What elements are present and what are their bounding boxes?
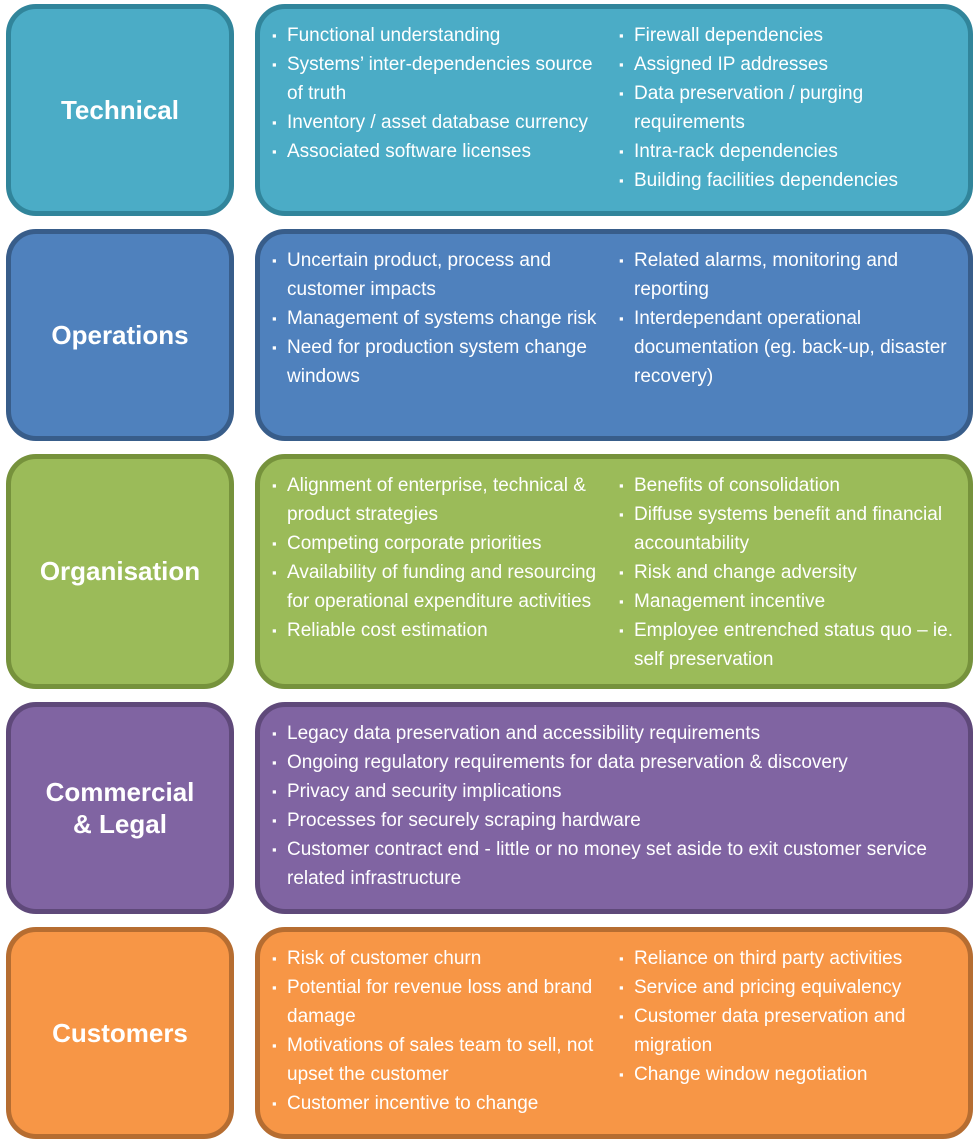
bullet-column-left: Risk of customer churnPotential for reve… [272, 944, 607, 1124]
bullet-item: Assigned IP addresses [619, 50, 954, 79]
bullet-item: Reliable cost estimation [272, 616, 607, 645]
bullet-item: Inventory / asset database currency [272, 108, 607, 137]
bullet-item: Service and pricing equivalency [619, 973, 954, 1002]
section-operations: Operations Uncertain product, process an… [6, 229, 973, 441]
bullet-item: Change window negotiation [619, 1060, 954, 1089]
bullet-item: Diffuse systems benefit and financial ac… [619, 500, 954, 558]
bullet-column-right: Firewall dependenciesAssigned IP address… [619, 21, 954, 201]
section-title: Commercial & Legal [45, 776, 195, 840]
section-content-customers: Risk of customer churnPotential for reve… [255, 927, 973, 1139]
bullet-item: Privacy and security implications [272, 777, 954, 806]
bullet-item: Availability of funding and resourcing f… [272, 558, 607, 616]
bullet-column-right: Related alarms, monitoring and reporting… [619, 246, 954, 426]
bullet-item: Benefits of consolidation [619, 471, 954, 500]
bullet-column-right: Reliance on third party activitiesServic… [619, 944, 954, 1124]
bullet-column-left: Alignment of enterprise, technical & pro… [272, 471, 607, 674]
bullet-item: Building facilities dependencies [619, 166, 954, 195]
bullet-item: Firewall dependencies [619, 21, 954, 50]
section-commercial-legal: Commercial & Legal Legacy data preservat… [6, 702, 973, 914]
bullet-item: Intra-rack dependencies [619, 137, 954, 166]
bullet-item: Ongoing regulatory requirements for data… [272, 748, 954, 777]
section-title: Technical [60, 94, 179, 125]
bullet-item: Legacy data preservation and accessibili… [272, 719, 954, 748]
bullet-item: Associated software licenses [272, 137, 607, 166]
bullet-item: Reliance on third party activities [619, 944, 954, 973]
bullet-item: Competing corporate priorities [272, 529, 607, 558]
bullet-item: Processes for securely scraping hardware [272, 806, 954, 835]
bullet-item: Management incentive [619, 587, 954, 616]
section-title: Organisation [39, 556, 201, 587]
bullet-column-right: Benefits of consolidationDiffuse systems… [619, 471, 954, 674]
section-label-technical: Technical [6, 4, 234, 216]
section-label-commercial-legal: Commercial & Legal [6, 702, 234, 914]
section-content-organisation: Alignment of enterprise, technical & pro… [255, 454, 973, 689]
bullet-item: Potential for revenue loss and brand dam… [272, 973, 607, 1031]
bullet-item: Customer contract end - little or no mon… [272, 835, 954, 893]
bullet-item: Customer incentive to change [272, 1089, 607, 1118]
bullet-column-left: Functional understandingSystems’ inter-d… [272, 21, 607, 201]
section-label-organisation: Organisation [6, 454, 234, 689]
section-technical: Technical Functional understandingSystem… [6, 4, 973, 216]
bullet-item: Need for production system change window… [272, 333, 607, 391]
section-label-operations: Operations [6, 229, 234, 441]
bullet-item: Uncertain product, process and customer … [272, 246, 607, 304]
bullet-item: Functional understanding [272, 21, 607, 50]
section-label-customers: Customers [6, 927, 234, 1139]
bullet-column-left: Uncertain product, process and customer … [272, 246, 607, 426]
bullet-item: Motivations of sales team to sell, not u… [272, 1031, 607, 1089]
bullet-item: Interdependant operational documentation… [619, 304, 954, 391]
bullet-item: Management of systems change risk [272, 304, 607, 333]
section-content-commercial-legal: Legacy data preservation and accessibili… [255, 702, 973, 914]
section-customers: Customers Risk of customer churnPotentia… [6, 927, 973, 1139]
bullet-item: Alignment of enterprise, technical & pro… [272, 471, 607, 529]
bullet-column-full: Legacy data preservation and accessibili… [272, 719, 954, 899]
bullet-item: Systems’ inter-dependencies source of tr… [272, 50, 607, 108]
section-content-technical: Functional understandingSystems’ inter-d… [255, 4, 973, 216]
section-title: Customers [52, 1017, 188, 1048]
bullet-item: Customer data preservation and migration [619, 1002, 954, 1060]
bullet-item: Risk of customer churn [272, 944, 607, 973]
bullet-item: Employee entrenched status quo – ie. sel… [619, 616, 954, 674]
bullet-item: Risk and change adversity [619, 558, 954, 587]
bullet-item: Related alarms, monitoring and reporting [619, 246, 954, 304]
section-title: Operations [51, 319, 189, 350]
section-organisation: Organisation Alignment of enterprise, te… [6, 454, 973, 689]
bullet-item: Data preservation / purging requirements [619, 79, 954, 137]
section-content-operations: Uncertain product, process and customer … [255, 229, 973, 441]
